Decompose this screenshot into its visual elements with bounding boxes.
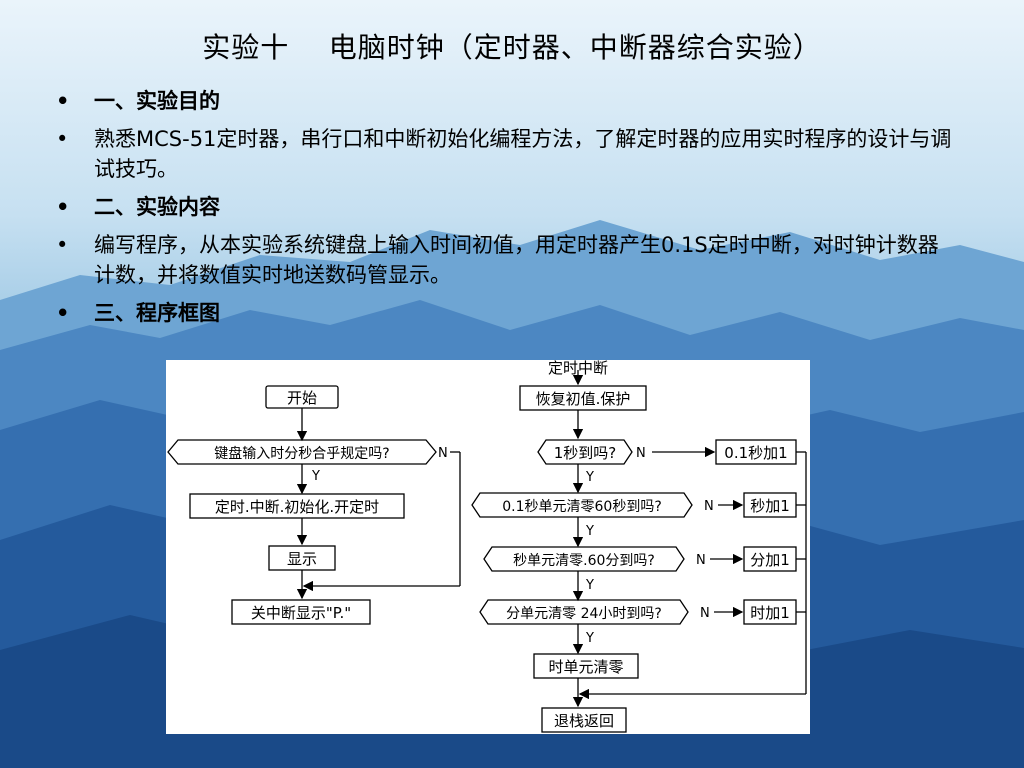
restore-box <box>519 385 647 411</box>
isr-yes-2: Y <box>585 524 594 539</box>
bullet-item-purpose-text: 熟悉MCS-51定时器，串行口和中断初始化编程方法，了解定时器的应用实时程序的设… <box>56 124 956 184</box>
decision-60m <box>483 546 685 572</box>
add-01s-label: 0.1秒加1 <box>724 444 787 462</box>
isr-no-3: N <box>696 553 706 568</box>
isr-title-label: 定时中断 <box>548 360 608 377</box>
bullet-item-purpose-heading: 一、实验目的 <box>56 86 956 116</box>
display-label: 显示 <box>287 550 317 568</box>
clear-hour-box <box>533 653 639 679</box>
isr-yes-3: Y <box>585 578 594 593</box>
decision-1s <box>537 439 633 465</box>
isr-yes-1: Y <box>585 470 594 485</box>
bullet-item-content-text: 编写程序，从本实验系统键盘上输入时间初值，用定时器产生0.1S定时中断，对时钟计… <box>56 230 956 290</box>
bullet-item-diagram-heading: 三、程序框图 <box>56 298 956 328</box>
add-sec-label: 秒加1 <box>750 497 790 515</box>
input-check-label: 键盘输入时分秒合乎规定吗? <box>214 445 389 462</box>
decision-60s <box>471 492 693 518</box>
decision-60s-label: 0.1秒单元清零60秒到吗? <box>502 499 662 515</box>
decision-24h <box>479 599 689 625</box>
decision-24h-label: 分单元清零 24小时到吗? <box>506 606 662 622</box>
return-label: 退栈返回 <box>554 712 614 730</box>
input-check-decision <box>167 439 437 465</box>
flowchart-diagram: 开始 键盘输入时分秒合乎规定吗? 定时.中断.初始化.开定时 显示 关中断显示"… <box>166 360 810 734</box>
start-label: 开始 <box>287 389 317 407</box>
isr-no-1: N <box>636 446 646 461</box>
isr-yes-4: Y <box>585 631 594 646</box>
bullet-item-content-heading: 二、实验内容 <box>56 192 956 222</box>
decision-1s-label: 1秒到吗? <box>554 444 617 462</box>
close-interrupt-box <box>231 599 371 625</box>
slide-title: 实验十 电脑时钟（定时器、中断器综合实验） <box>202 31 822 64</box>
isr-no-2: N <box>704 499 714 514</box>
clear-hour-label: 时单元清零 <box>548 658 623 676</box>
init-label: 定时.中断.初始化.开定时 <box>215 498 379 516</box>
add-min-label: 分加1 <box>750 551 790 569</box>
main-no-label: N <box>438 446 448 461</box>
decision-60m-label: 秒单元清零.60分到吗? <box>513 553 655 569</box>
init-box <box>189 493 405 519</box>
main-yes-label: Y <box>311 469 320 484</box>
isr-no-4: N <box>700 606 710 621</box>
restore-label: 恢复初值.保护 <box>536 390 631 408</box>
bullet-list: 一、实验目的 熟悉MCS-51定时器，串行口和中断初始化编程方法，了解定时器的应… <box>56 86 956 336</box>
add-hour-label: 时加1 <box>750 604 790 622</box>
return-box <box>541 707 627 733</box>
close-interrupt-label: 关中断显示"P." <box>251 604 351 622</box>
